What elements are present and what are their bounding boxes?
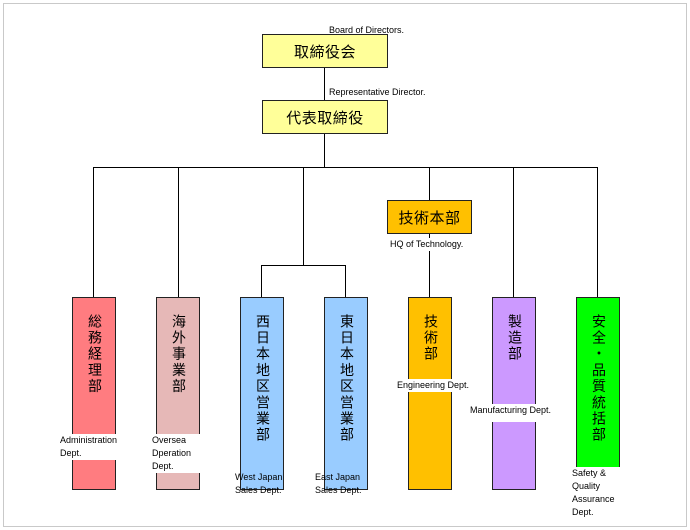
board-label: 取締役会 xyxy=(293,42,356,61)
dept-safety-quality-caption: Safety & Quality Assurance Dept. xyxy=(572,467,622,519)
representative-director-box: 代表取締役 xyxy=(262,100,388,134)
dept-engineering-caption: Engineering Dept. xyxy=(396,379,471,392)
dept-east-sales-label: 東日本地区営業部 xyxy=(338,314,354,444)
dept-engineering-label: 技術部 xyxy=(422,314,438,363)
dept-manufacturing-box: 製造部 xyxy=(492,297,536,490)
representative-caption: Representative Director. xyxy=(329,87,426,97)
hq-technology-box: 技術本部 xyxy=(387,200,472,234)
dept-overseas-label: 海外事業部 xyxy=(170,314,186,395)
dept-manufacturing-caption: Manufacturing Dept. xyxy=(470,404,560,422)
dept-overseas-caption: Oversea Dperation Dept. xyxy=(152,434,202,473)
dept-manufacturing-label: 製造部 xyxy=(506,314,522,363)
board-caption: Board of Directors. xyxy=(329,25,405,35)
dept-engineering-box: 技術部 xyxy=(408,297,452,490)
diagram-frame xyxy=(3,3,687,527)
dept-admin-label: 総務経理部 xyxy=(86,314,102,395)
board-of-directors-box: 取締役会 xyxy=(262,34,388,68)
dept-safety-quality-label: 安全・品質統括部 xyxy=(590,314,606,444)
dept-west-sales-label: 西日本地区営業部 xyxy=(254,314,270,444)
dept-east-sales-box: 東日本地区営業部 xyxy=(324,297,368,490)
hq-technology-caption: HQ of Technology. xyxy=(390,238,464,251)
dept-admin-box: 総務経理部 xyxy=(72,297,116,490)
hq-technology-label: 技術本部 xyxy=(398,208,461,227)
dept-west-sales-caption: West Japan Sales Dept. xyxy=(235,472,283,495)
dept-safety-quality-box: 安全・品質統括部 xyxy=(576,297,620,490)
representative-label: 代表取締役 xyxy=(286,108,364,127)
dept-admin-caption: Administration Dept. xyxy=(60,434,134,460)
dept-east-sales-caption: East Japan Sales Dept. xyxy=(315,472,362,495)
dept-west-sales-box: 西日本地区営業部 xyxy=(240,297,284,490)
